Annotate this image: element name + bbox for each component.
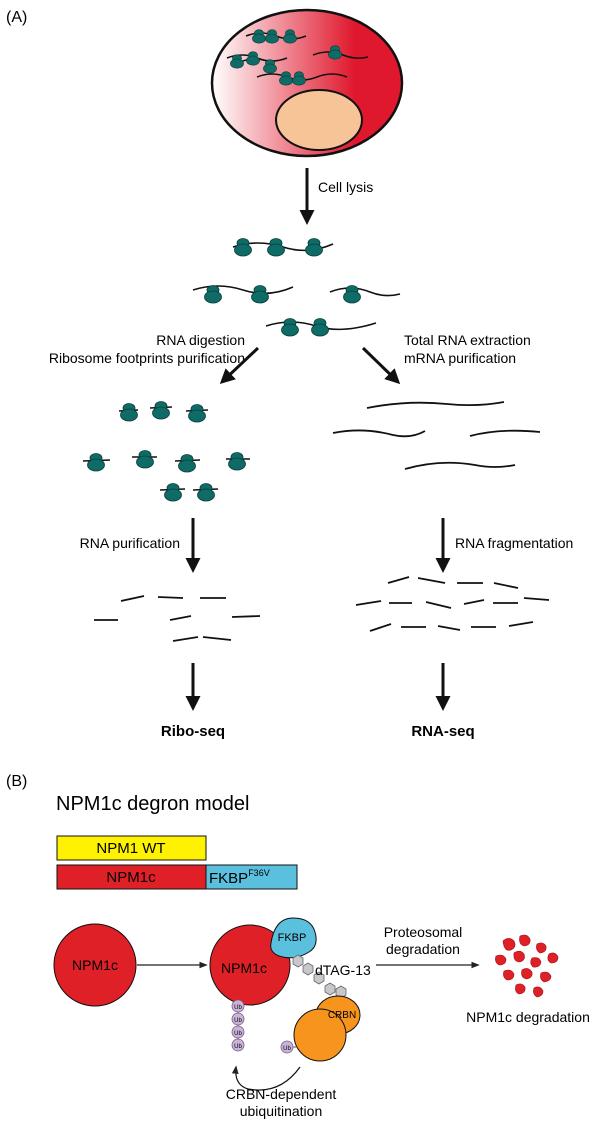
ub-bead-4 <box>231 1038 245 1052</box>
footprint-fragments <box>94 595 261 642</box>
panel-a-label: (A) <box>6 9 27 26</box>
ub-bead-3 <box>231 1025 245 1039</box>
left-branch-arrow <box>219 346 260 385</box>
nucleus <box>275 89 363 151</box>
total-rna-label: Total RNA extraction <box>404 332 531 348</box>
npm1c-protein-mid <box>209 924 291 1006</box>
ub-bead-2 <box>231 1012 245 1026</box>
ub-crbn-label: Ub <box>283 1046 291 1052</box>
rna-seq-label: RNA-seq <box>411 723 474 740</box>
degraded-fragments <box>495 934 559 998</box>
degron-complex: NPM1c FKBP dTAG-13 CRBN Ub Ub Ub Ub Ub <box>209 917 371 1091</box>
ub-label-4: Ub <box>234 1044 242 1050</box>
rna-fragmentation-label: RNA fragmentation <box>455 535 573 551</box>
dtag-label: dTAG-13 <box>315 962 371 978</box>
dtag-molecule <box>292 954 347 999</box>
ribo-seq-label: Ribo-seq <box>161 723 225 740</box>
fkbp-domain <box>270 917 317 959</box>
ub-label-1: Ub <box>234 1005 242 1011</box>
npm1c-left-label: NPM1c <box>72 957 118 973</box>
npm1-wt-label: NPM1 WT <box>96 840 165 857</box>
ub-bead-1 <box>231 999 245 1013</box>
ubiquitination-arrow <box>231 1065 301 1091</box>
crbn-label: CRBN <box>328 1010 356 1021</box>
ub-label-3: Ub <box>234 1031 242 1037</box>
npm1c-bar-label: NPM1c <box>106 869 156 886</box>
rna-fragments <box>355 576 550 632</box>
cell-lysis-label: Cell lysis <box>318 179 373 195</box>
ribosome-footprints <box>82 401 250 502</box>
panel-b-label: (B) <box>6 773 27 790</box>
degron-model-title: NPM1c degron model <box>56 793 249 815</box>
fkbp-tag-label: FKBPF36V <box>209 868 270 887</box>
footprints-purification-label: Ribosome footprints purification <box>49 350 245 366</box>
crbn-protein <box>293 1008 347 1062</box>
rna-digestion-label: RNA digestion <box>156 332 245 348</box>
mrna-purification-label: mRNA purification <box>404 350 516 366</box>
npm1-wt-bar <box>56 835 207 861</box>
fkbp-domain-label: FKBP <box>278 932 307 944</box>
rna-purification-label: RNA purification <box>80 535 180 551</box>
fkbp-tag-bar <box>205 864 298 890</box>
ub-crbn-bead <box>280 1040 294 1054</box>
crbn-dependent-label: CRBN-dependent <box>226 1086 337 1102</box>
proteosomal-label: Proteosomal <box>384 924 463 940</box>
npm1c-protein-left <box>53 923 137 1007</box>
npm1c-mid-label: NPM1c <box>221 960 267 976</box>
right-branch-arrow <box>361 346 401 385</box>
cell-diagram <box>210 8 404 158</box>
lysate-polysomes <box>192 238 401 337</box>
npm1c-degradation-label: NPM1c degradation <box>466 1009 590 1025</box>
degradation-word-label: degradation <box>386 941 460 957</box>
purified-mrna <box>332 401 541 470</box>
ub-label-2: Ub <box>234 1018 242 1024</box>
ubiquitination-label: ubiquitination <box>240 1103 323 1119</box>
